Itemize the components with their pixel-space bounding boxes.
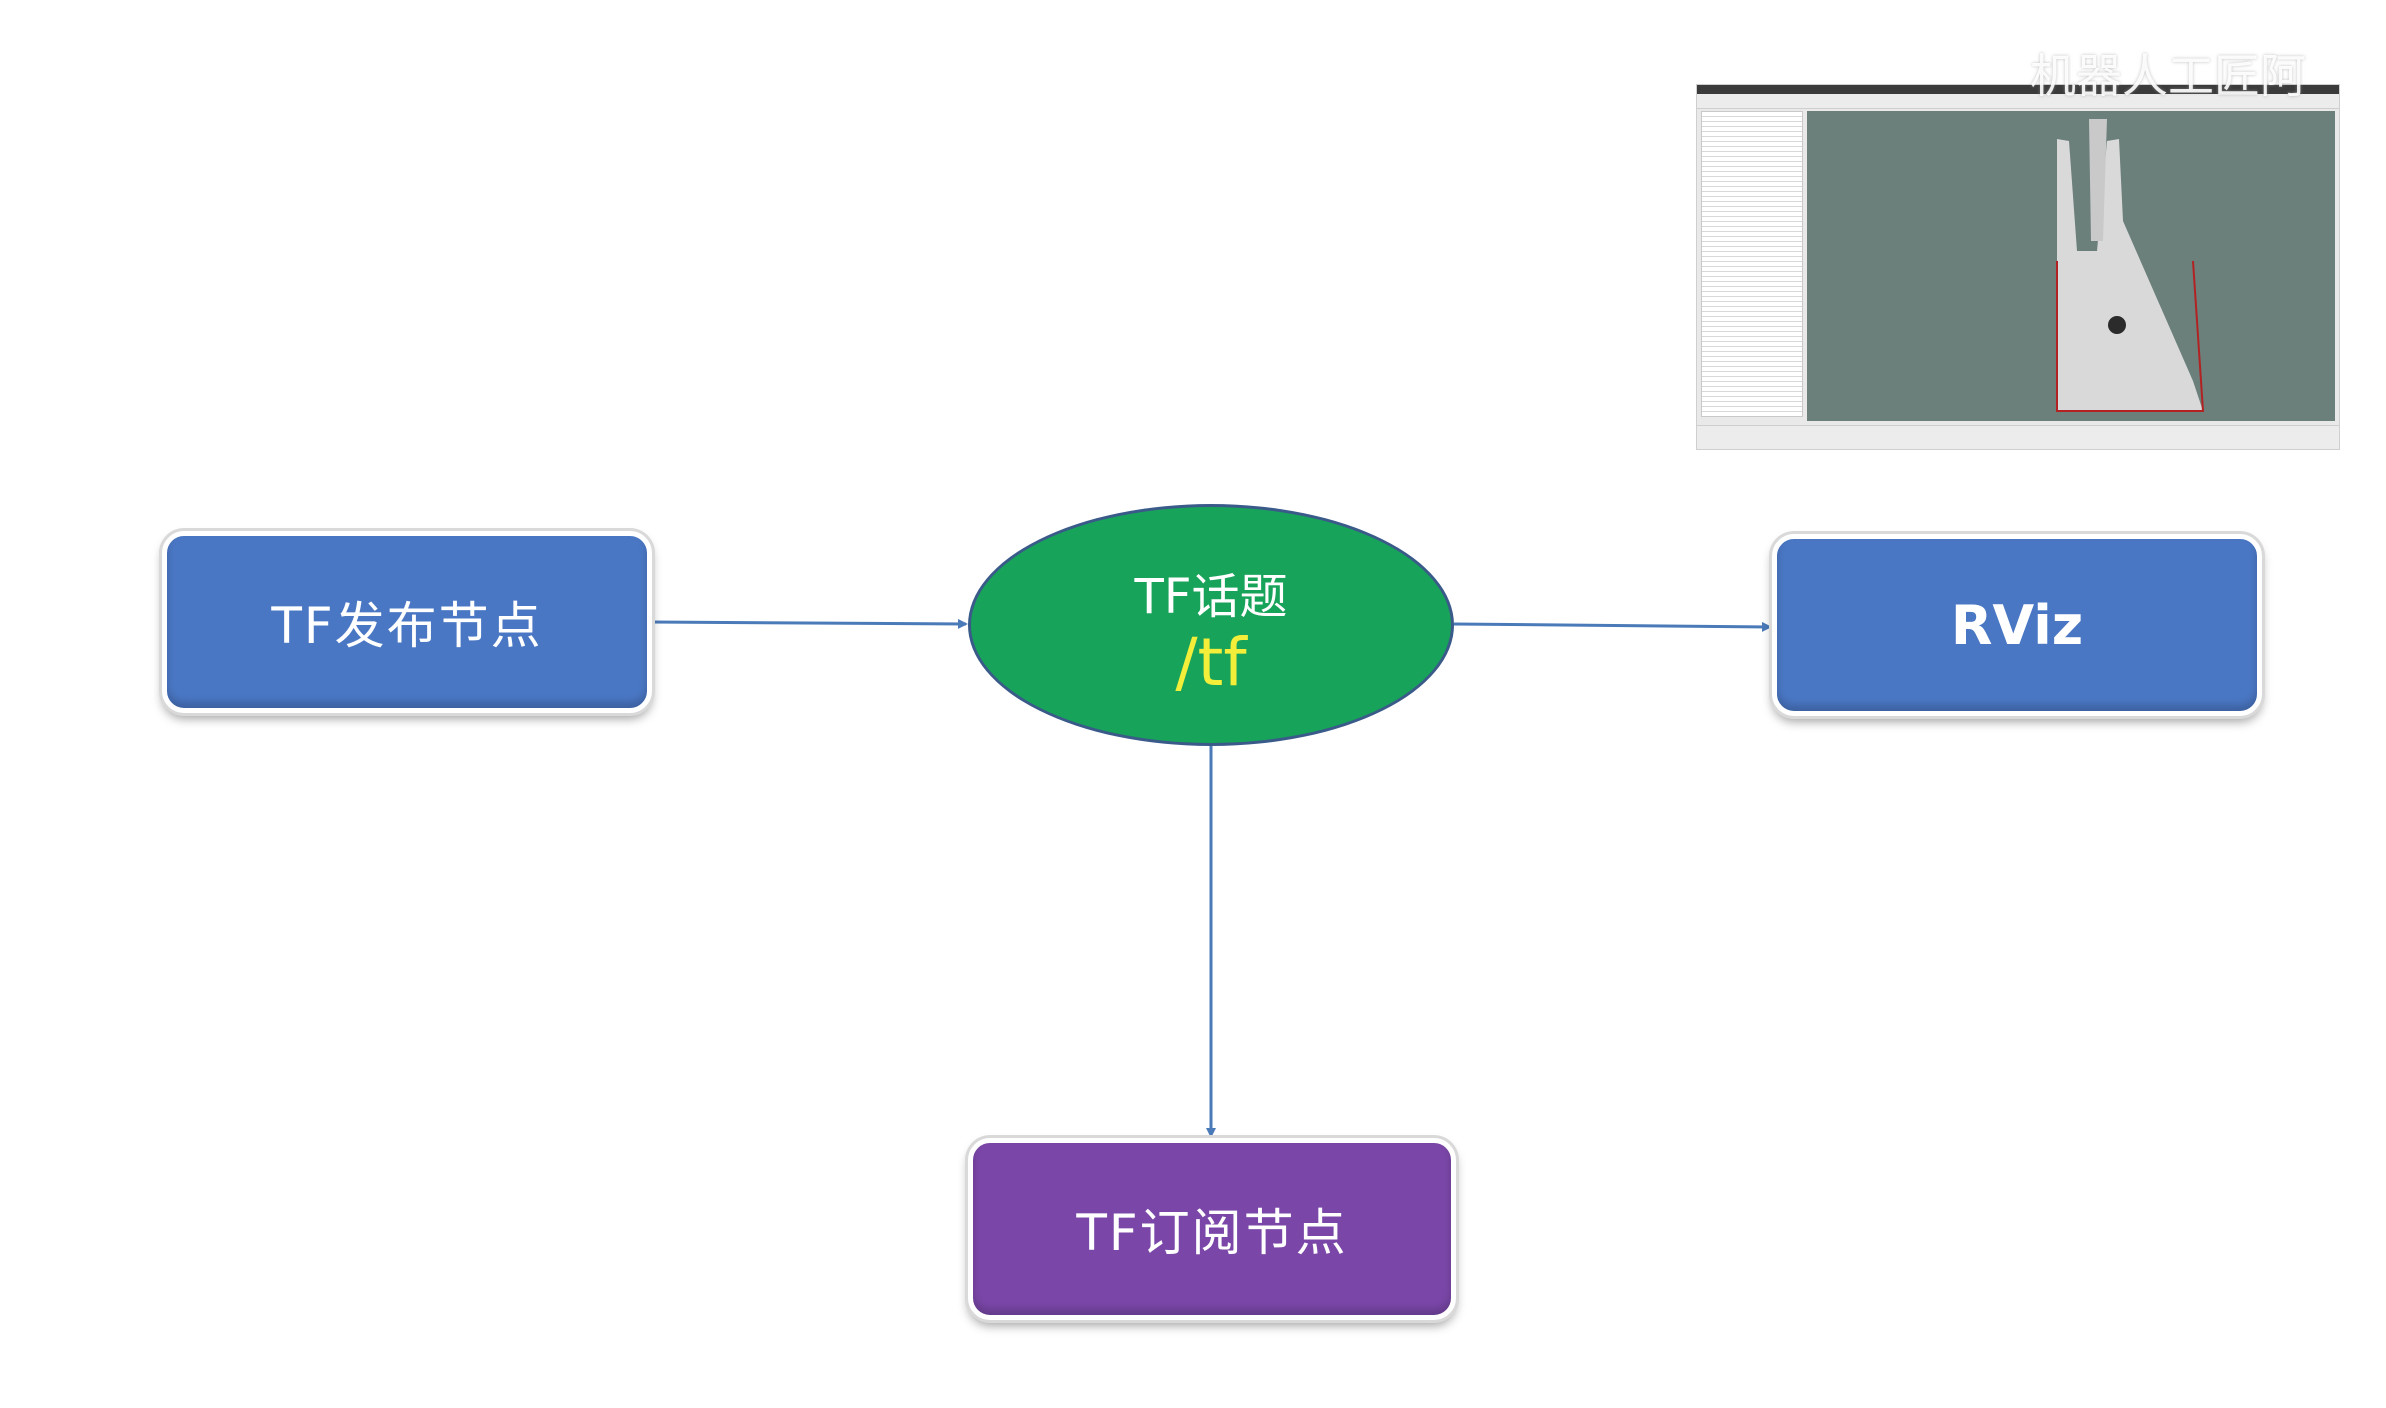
tf-topic-ellipse: TF话题 /tf [968,504,1454,746]
tf-topic-name: /tf [1175,624,1247,701]
tf-topic-title: TF话题 [1134,569,1288,625]
thumbnail-menubar [1697,94,2339,109]
arrow-topic-to-rviz [1453,621,1772,632]
arrow-publisher-to-topic [649,618,968,629]
thumbnail-displays-panel [1701,111,1803,417]
watermark-text: 机器人工匠阿 [2030,49,2306,103]
rviz-label: RViz [1950,593,2084,657]
tf-publisher-label: TF发布节点 [271,597,543,655]
laser-scan-map [2056,119,2205,412]
rviz-screenshot-thumbnail [1696,84,2340,450]
tf-subscriber-label: TF订阅节点 [1076,1204,1348,1262]
thumbnail-3d-view [1807,111,2335,421]
thumbnail-titlebar [1697,85,2339,94]
tf-publisher-node: TF发布节点 [162,531,652,713]
tf-subscriber-node: TF订阅节点 [968,1138,1456,1320]
rviz-node: RViz [1772,534,2262,716]
thumbnail-statusbar [1697,425,2339,449]
robot-icon [2108,316,2126,334]
